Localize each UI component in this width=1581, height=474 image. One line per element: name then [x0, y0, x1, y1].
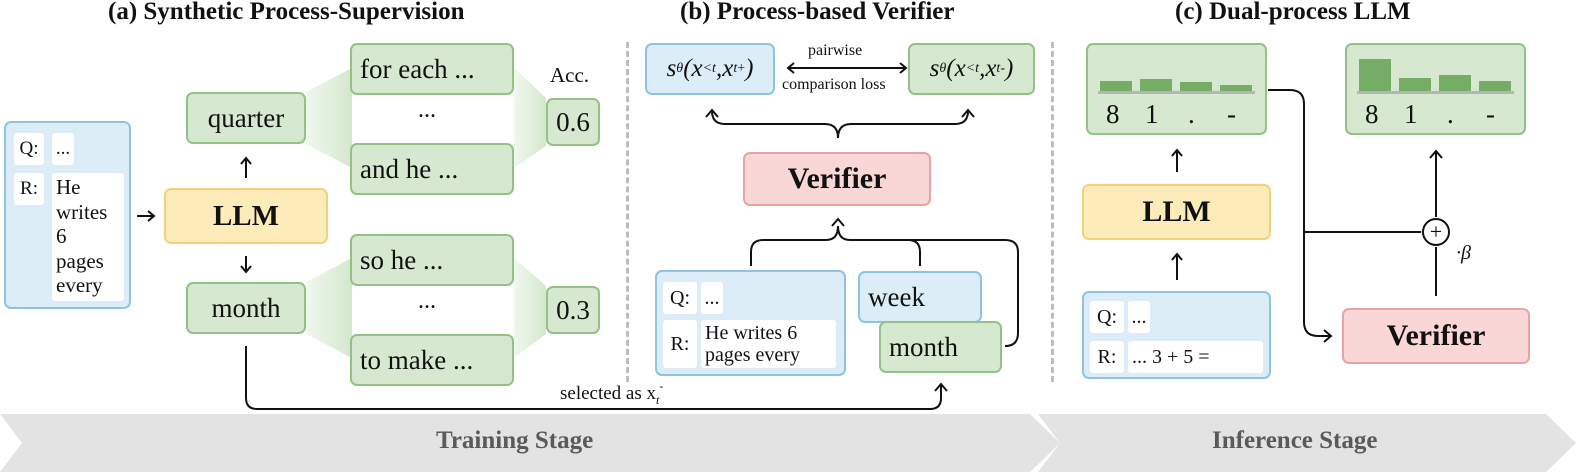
continuation-3: so he ...: [350, 234, 514, 286]
dist-bar: [1180, 82, 1212, 91]
section-title-c: (c) Dual-process LLM: [1175, 0, 1411, 25]
r-line: He writes 6: [705, 322, 798, 344]
acc-value-bottom: 0.3: [546, 286, 600, 334]
section-title-a: (a) Synthetic Process-Supervision: [108, 0, 465, 25]
input-context-box: Q: ... R: He writes 6 pages every: [4, 121, 131, 309]
dist-axis: [1357, 91, 1514, 94]
inference-stage-label: Inference Stage: [1212, 427, 1378, 454]
r-line: 6: [56, 224, 67, 248]
q-label: Q:: [14, 133, 44, 165]
score-sign: +: [737, 61, 746, 76]
score-theta: θ: [676, 61, 684, 76]
score-x: (x: [683, 55, 703, 82]
dist-label: 1: [1404, 99, 1418, 129]
score-lt: <t: [965, 61, 980, 76]
r-value: ... 3 + 5 =: [1128, 341, 1263, 373]
score-t: t: [996, 61, 1001, 76]
llm-input-box: Q: ... R: ... 3 + 5 =: [1082, 291, 1271, 379]
selected-sup: -: [659, 379, 664, 393]
loss-label-1: pairwise: [808, 42, 863, 59]
ellipsis-bottom: ...: [418, 288, 436, 314]
acc-label: Acc.: [550, 63, 590, 87]
token-month: month: [186, 282, 306, 334]
dist-bar: [1479, 81, 1511, 91]
continuation-2: and he ...: [350, 143, 514, 195]
r-line: every: [56, 273, 103, 297]
verifier-input-box: Q: ... R: He writes 6 pages every: [655, 270, 846, 376]
distribution-after: 8 1 . -: [1345, 43, 1526, 135]
verifier-box-c: Verifier: [1342, 308, 1530, 364]
r-line: writes: [56, 199, 108, 224]
dist-axis: [1098, 91, 1255, 94]
dist-label: -: [1227, 99, 1236, 129]
q-value: ...: [1128, 301, 1150, 333]
separator-bc: [1051, 42, 1054, 382]
score-s: s: [929, 55, 940, 82]
score-mid: ,x: [715, 55, 734, 82]
dist-label: .: [1447, 99, 1454, 129]
score-close: ): [745, 55, 754, 82]
dist-bar: [1140, 79, 1172, 91]
continuation-4: to make ...: [350, 334, 514, 386]
separator-ab: [626, 42, 629, 382]
token-month-neg: month: [879, 321, 1002, 373]
ellipsis-top: ...: [418, 97, 436, 123]
score-s: s: [666, 55, 677, 82]
dist-label: 8: [1365, 99, 1379, 129]
section-title-b: (b) Process-based Verifier: [680, 0, 955, 25]
q-label: Q:: [1090, 301, 1124, 333]
r-value: He writes 6 pages every: [52, 173, 124, 301]
inference-stage-arrow: [1038, 414, 1576, 472]
r-label: R:: [663, 320, 697, 368]
acc-value-top: 0.6: [546, 98, 600, 146]
dist-bar: [1359, 59, 1391, 91]
dist-bar: [1100, 81, 1132, 91]
dist-bar: [1439, 75, 1471, 91]
selected-text: selected as x: [560, 383, 657, 404]
distribution-before: 8 1 . -: [1086, 43, 1267, 135]
q-value: ...: [701, 282, 723, 314]
verifier-box-b: Verifier: [743, 152, 931, 206]
score-mid: ,x: [979, 55, 997, 82]
continuation-1: for each ...: [350, 43, 514, 95]
q-label: Q:: [663, 282, 697, 314]
score-lt: <t: [702, 61, 716, 76]
dist-label: 1: [1145, 99, 1159, 129]
token-week: week: [858, 271, 982, 323]
score-theta: θ: [939, 61, 947, 76]
score-x: (x: [946, 55, 966, 82]
r-line: pages: [56, 248, 104, 273]
r-line: He: [56, 175, 81, 199]
score-close: ): [1004, 55, 1014, 82]
training-stage-label: Training Stage: [436, 427, 594, 454]
dist-label: -: [1486, 99, 1495, 129]
selected-label: selected as xt-: [560, 379, 663, 407]
q-value: ...: [52, 133, 74, 165]
r-value: He writes 6 pages every: [701, 320, 836, 368]
loss-label-2: comparison loss: [782, 76, 886, 93]
r-label: R:: [1090, 341, 1124, 373]
llm-box-c: LLM: [1082, 184, 1271, 240]
dist-label: 8: [1106, 99, 1120, 129]
dist-bar: [1399, 78, 1431, 91]
token-quarter: quarter: [186, 92, 306, 144]
r-line: pages every: [705, 344, 800, 366]
plus-combiner-icon: +: [1422, 218, 1450, 246]
llm-box-a: LLM: [164, 188, 328, 244]
r-label: R:: [14, 173, 44, 205]
training-stage-arrow: [0, 414, 1060, 472]
score-sign: -: [1000, 61, 1005, 76]
score-t: t: [733, 61, 738, 76]
dist-bar: [1220, 85, 1252, 91]
selected-sub: t: [656, 393, 660, 407]
beta-label: ·β: [1456, 242, 1471, 264]
dist-label: .: [1188, 99, 1195, 129]
